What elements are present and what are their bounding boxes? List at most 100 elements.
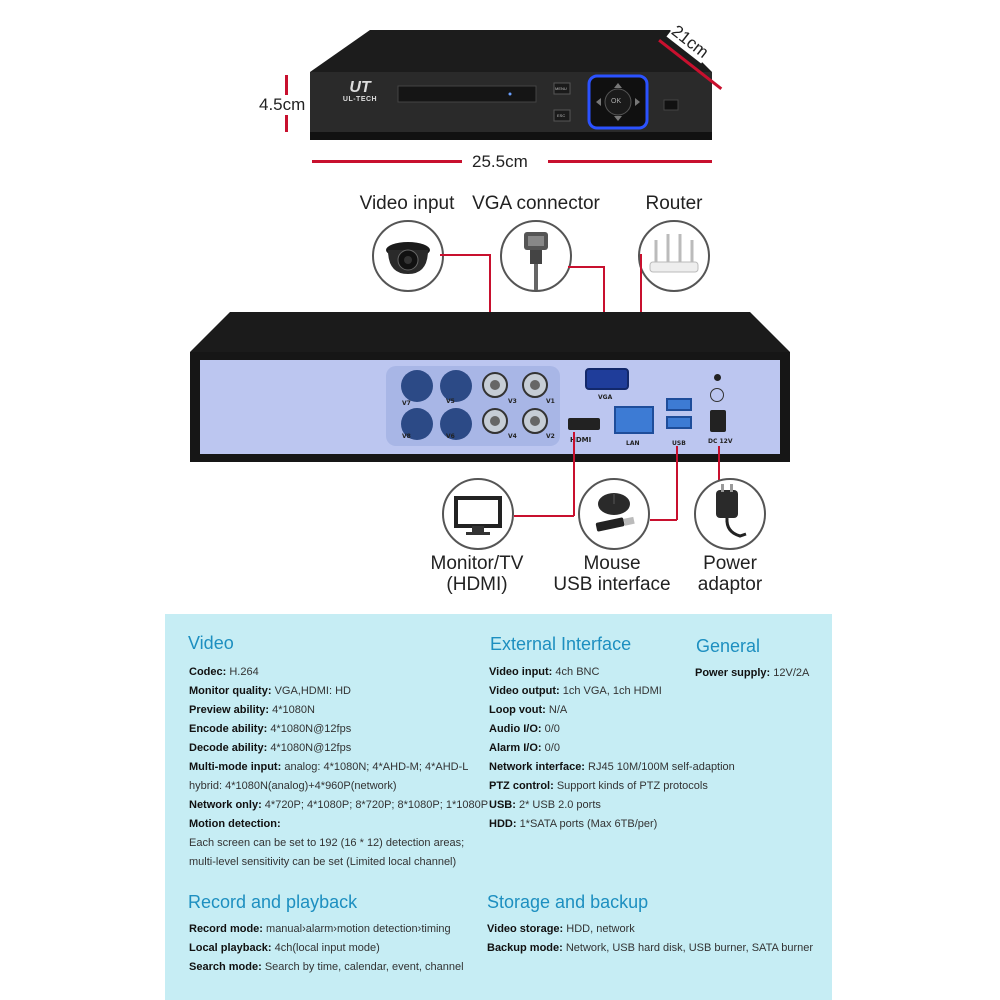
spec-value: 4*1080N@12fps	[270, 723, 352, 735]
usb-port-bottom[interactable]	[666, 416, 692, 429]
storage-spec-row: Video storage: HDD, network	[487, 922, 635, 936]
video-spec-row: Preview ability: 4*1080N	[189, 703, 315, 717]
spec-key: Video output:	[489, 685, 560, 697]
channel-cover-v7	[401, 370, 433, 402]
spec-key: Video storage:	[487, 923, 564, 935]
channel-label-v4: V4	[508, 433, 517, 440]
record-heading: Record and playback	[188, 892, 358, 912]
lan-port-label: LAN	[626, 440, 640, 447]
external-spec-row: Loop vout: N/A	[489, 703, 567, 717]
channel-cover-v6	[440, 408, 472, 440]
lan-port[interactable]	[614, 406, 654, 434]
channel-cover-v8	[401, 408, 433, 440]
video-spec-row: Network only: 4*720P; 4*1080P; 8*720P; 8…	[189, 798, 488, 812]
external-spec-row: USB: 2* USB 2.0 ports	[489, 798, 601, 812]
spec-value: Support kinds of PTZ protocols	[556, 780, 708, 792]
video-spec-row: Multi-mode input: analog: 4*1080N; 4*AHD…	[189, 760, 468, 774]
external-spec-row: Alarm I/O: 0/0	[489, 741, 560, 755]
vga-connector-label: VGA connector	[472, 193, 600, 214]
spec-key: PTZ control:	[489, 780, 554, 792]
width-dimension-line-right	[548, 160, 712, 163]
spec-value: 12V/2A	[773, 667, 810, 679]
hdmi-port[interactable]	[568, 418, 600, 430]
record-spec-row: Local playback: 4ch(local input mode)	[189, 941, 380, 955]
vga-connector-line	[568, 266, 604, 268]
router-circle	[638, 220, 710, 292]
record-spec-row: Search mode: Search by time, calendar, e…	[189, 960, 464, 974]
power-adaptor-icon	[716, 484, 747, 538]
spec-key: USB:	[489, 799, 516, 811]
spec-key: Network only:	[189, 799, 262, 811]
spec-value: hybrid: 4*1080N(analog)+4*960P(network)	[189, 780, 397, 792]
spec-value: manual›alarm›motion detection›timing	[266, 923, 451, 935]
spec-key: Video input:	[489, 666, 553, 678]
bnc-port-v3[interactable]	[482, 372, 508, 398]
bnc-port-v4[interactable]	[482, 408, 508, 434]
spec-key: Loop vout:	[489, 704, 546, 716]
spec-value: 4*720P; 4*1080P; 8*720P; 8*1080P; 1*1080…	[264, 799, 489, 811]
external-spec-row: Network interface: RJ45 10M/100M self-ad…	[489, 760, 735, 774]
channel-label-v2: V2	[546, 433, 555, 440]
ground-symbol-icon	[710, 388, 724, 402]
brand-name: UL-TECH	[342, 96, 378, 103]
spec-panel	[165, 614, 832, 1000]
external-heading: External Interface	[490, 634, 632, 654]
channel-label-v8: V8	[402, 433, 411, 440]
record-spec-row: Record mode: manual›alarm›motion detecti…	[189, 922, 451, 936]
spec-key: Record mode:	[189, 923, 263, 935]
vga-port[interactable]	[585, 368, 629, 390]
spec-value: analog: 4*1080N; 4*AHD-M; 4*AHD-L	[284, 761, 469, 773]
dvr-front-view: UT UL-TECH MENU ESC OK	[300, 20, 740, 150]
camera-circle	[372, 220, 444, 292]
spec-value: HDD, network	[566, 923, 635, 935]
spec-key: Backup mode:	[487, 942, 563, 954]
dvr-rear-view: V7 V5 V3 V1 V8 V6 V4 V2 VGA HDMI LAN USB…	[190, 312, 790, 470]
spec-value: RJ45 10M/100M self-adaption	[588, 761, 735, 773]
hdmi-port-label: HDMI	[570, 436, 592, 444]
video-spec-row: Decode ability: 4*1080N@12fps	[189, 741, 351, 755]
ground-screw	[714, 374, 721, 381]
general-spec-row: Power supply: 12V/2A	[695, 666, 809, 680]
spec-value: N/A	[548, 704, 568, 716]
vga-port-label: VGA	[598, 394, 613, 401]
spec-key: Multi-mode input:	[189, 761, 282, 773]
dc-power-port[interactable]	[710, 410, 726, 432]
brand-logo: UT UL-TECH	[330, 79, 390, 104]
external-spec-row: Video output: 1ch VGA, 1ch HDMI	[489, 684, 662, 698]
mouse-usb-icon	[595, 493, 635, 532]
video-spec-row: Codec: H.264	[189, 665, 259, 679]
video-spec-row: Encode ability: 4*1080N@12fps	[189, 722, 351, 736]
usb-port-label: USB	[672, 440, 686, 447]
spec-value: H.264	[229, 666, 259, 678]
spec-key: Audio I/O:	[489, 723, 542, 735]
router-label: Router	[645, 193, 703, 214]
video-spec-row: Motion detection:	[189, 817, 281, 831]
usb-port-top[interactable]	[666, 398, 692, 411]
dc-port-label: DC 12V	[708, 438, 733, 445]
spec-value: 0/0	[544, 723, 560, 735]
monitor-icon	[454, 496, 502, 535]
video-spec-row: Monitor quality: VGA,HDMI: HD	[189, 684, 351, 698]
brand-logo-mark: UT	[349, 79, 371, 96]
vga-cable-icon	[524, 232, 548, 290]
spec-key: Alarm I/O:	[489, 742, 542, 754]
bnc-port-v1[interactable]	[522, 372, 548, 398]
spec-value: 2* USB 2.0 ports	[518, 799, 601, 811]
spec-value: 1ch VGA, 1ch HDMI	[562, 685, 662, 697]
video-spec-row: Each screen can be set to 192 (16 * 12) …	[189, 836, 464, 850]
channel-label-v5: V5	[446, 398, 455, 405]
usb-connector-drop	[676, 446, 678, 520]
width-dimension-line-left	[312, 160, 462, 163]
usb-connector-line	[650, 519, 677, 521]
power-label: Power adaptor	[697, 553, 763, 595]
bnc-port-v2[interactable]	[522, 408, 548, 434]
spec-value: Search by time, calendar, event, channel	[264, 961, 464, 973]
channel-label-v3: V3	[508, 398, 517, 405]
spec-key: Codec:	[189, 666, 227, 678]
external-spec-row: Video input: 4ch BNC	[489, 665, 599, 679]
spec-key: Motion detection:	[189, 818, 281, 830]
mouse-label: Mouse USB interface	[553, 553, 671, 595]
power-connector-drop	[718, 446, 720, 482]
ok-button-label: OK	[611, 98, 622, 105]
spec-value: 4ch(local input mode)	[274, 942, 380, 954]
